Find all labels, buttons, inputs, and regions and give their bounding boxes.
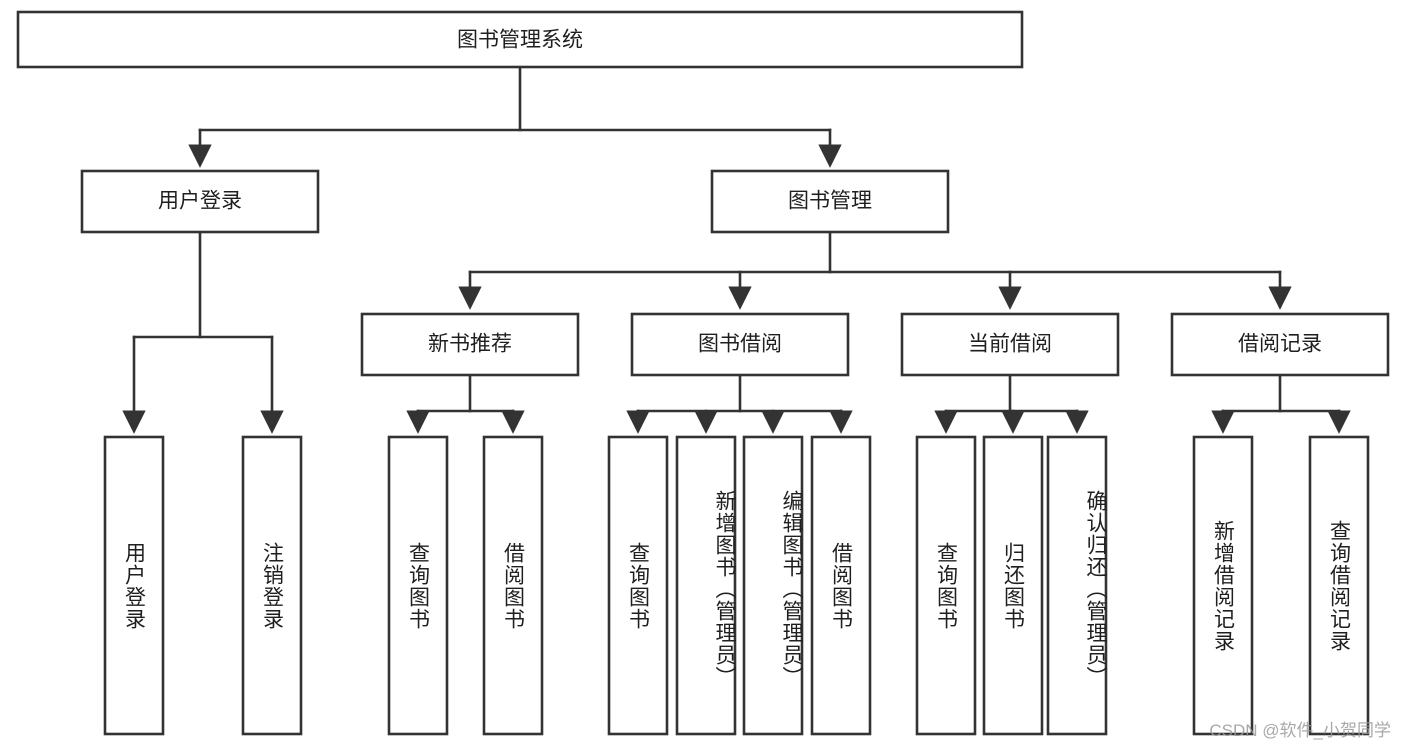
node-book-borrow-box[interactable]: [630, 312, 850, 377]
leaf-box-confirm-return-admin[interactable]: [1046, 435, 1108, 736]
leaf-box-edit-book-admin[interactable]: [742, 435, 804, 736]
leaf-box-add-borrow-record[interactable]: [1192, 435, 1254, 736]
leaf-box-borrow-book-rec[interactable]: [482, 435, 544, 736]
node-current-borrow-box[interactable]: [900, 312, 1120, 377]
node-root-label: 图书管理系统: [457, 29, 583, 52]
node-current-borrow-label: 当前借阅: [968, 333, 1052, 356]
leaf-box-return-book[interactable]: [982, 435, 1044, 736]
leaf-box-query-book-borrow[interactable]: [607, 435, 669, 736]
csdn-watermark: CSDN @软件_小贺同学: [1209, 721, 1391, 740]
node-new-book-rec-label: 新书推荐: [428, 333, 512, 356]
connector-group-current: [934, 373, 1089, 434]
connector-group-records: [1211, 373, 1351, 434]
leaf-box-user-login[interactable]: [103, 435, 165, 736]
node-book-borrow[interactable]: 图书借阅: [630, 312, 850, 377]
node-book-mgmt-label: 图书管理: [788, 190, 872, 213]
node-user-login-label: 用户登录: [158, 190, 242, 213]
node-new-book-rec-box[interactable]: [360, 312, 580, 377]
leaf-box-query-borrow-record[interactable]: [1308, 435, 1370, 736]
connector-group-newbook: [406, 373, 525, 434]
node-borrow-records-box[interactable]: [1170, 312, 1390, 377]
node-new-book-rec[interactable]: 新书推荐: [360, 312, 580, 377]
node-book-mgmt-box[interactable]: [710, 169, 950, 234]
leaf-box-add-book-admin[interactable]: [675, 435, 737, 736]
node-root-box[interactable]: [16, 10, 1024, 69]
leaf-box-query-book-rec[interactable]: [387, 435, 449, 736]
node-user-login-box[interactable]: [80, 169, 320, 234]
node-user-login[interactable]: 用户登录: [80, 169, 320, 234]
connector-group-book-mgmt: [458, 230, 1292, 310]
node-book-mgmt[interactable]: 图书管理: [710, 169, 950, 234]
connector-group-root: [188, 65, 842, 168]
leaf-box-logout[interactable]: [241, 435, 303, 736]
connector-group-borrow: [626, 373, 853, 434]
leaf-box-group: [103, 435, 1370, 736]
node-borrow-records[interactable]: 借阅记录: [1170, 312, 1390, 377]
node-borrow-records-label: 借阅记录: [1238, 333, 1322, 356]
leaf-box-query-book-current[interactable]: [915, 435, 977, 736]
node-book-borrow-label: 图书借阅: [698, 333, 782, 356]
node-root[interactable]: 图书管理系统: [16, 10, 1024, 69]
node-current-borrow[interactable]: 当前借阅: [900, 312, 1120, 377]
leaf-box-borrow-book[interactable]: [810, 435, 872, 736]
connector-group-user-login: [122, 230, 284, 434]
